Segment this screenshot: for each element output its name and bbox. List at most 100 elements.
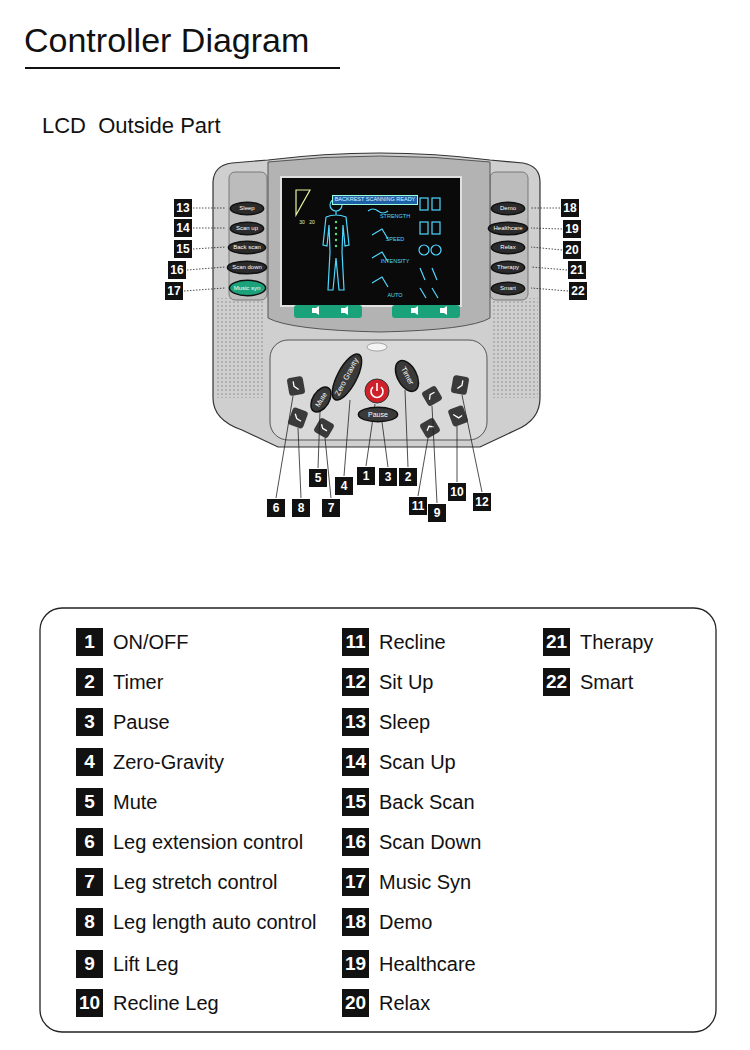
callout-number: 3 <box>379 468 397 486</box>
legend-text: Healthcare <box>379 952 476 976</box>
screen-text: AUTO <box>385 292 404 300</box>
callout-number: 18 <box>561 199 579 217</box>
legend-number: 5 <box>76 788 103 816</box>
legend-text: Zero-Gravity <box>113 750 224 774</box>
legend-number: 3 <box>76 708 103 736</box>
callout-number: 11 <box>409 497 427 515</box>
legend-text: Recline <box>379 630 446 654</box>
button: Smart <box>491 282 525 295</box>
legend-text: Demo <box>379 910 432 934</box>
button: Sleep <box>230 202 264 215</box>
button-label: Music syn <box>234 285 261 291</box>
legend-number: 14 <box>342 748 369 776</box>
button-label: Sleep <box>239 205 254 211</box>
legend-text: ON/OFF <box>113 630 189 654</box>
screen-text: 30 <box>297 219 307 226</box>
callout-number: 13 <box>174 199 192 217</box>
legend-text: Smart <box>580 670 633 694</box>
button: Scan up <box>230 222 264 235</box>
button-label: Relax <box>500 244 515 250</box>
button: Healthcare <box>488 222 528 235</box>
volume-buttons <box>294 305 460 318</box>
legend-text: Scan Up <box>379 750 456 774</box>
side-panel <box>490 172 528 300</box>
legend-number: 8 <box>76 908 103 936</box>
button-label: Healthcare <box>493 225 522 231</box>
power-button <box>365 379 389 403</box>
callout-number: 15 <box>174 240 192 258</box>
button: Demo <box>491 202 525 215</box>
title-underline <box>25 67 340 69</box>
screen-text: INTENSITY <box>379 258 412 266</box>
legend-text: Back Scan <box>379 790 475 814</box>
callout-number: 20 <box>563 241 581 259</box>
legend-text: Mute <box>113 790 157 814</box>
legend-text: Lift Leg <box>113 952 179 976</box>
legend-text: Pause <box>113 710 170 734</box>
callout-number: 14 <box>174 219 192 237</box>
legend-number: 15 <box>342 788 369 816</box>
button-label: Scan down <box>232 264 262 270</box>
legend-text: Relax <box>379 991 430 1015</box>
legend-number: 4 <box>76 748 103 776</box>
callout-number: 9 <box>428 504 446 522</box>
legend-panel <box>40 608 716 1032</box>
legend-text: Timer <box>113 670 163 694</box>
legend-text: Recline Leg <box>113 991 219 1015</box>
legend-text: Leg length auto control <box>113 910 317 934</box>
screen-text: 20 <box>307 219 317 226</box>
screen-text: SPEED <box>384 236 407 244</box>
legend-number: 21 <box>543 628 570 656</box>
back-scan-dots <box>335 221 337 247</box>
callout-number: 21 <box>568 261 586 279</box>
subtitle: LCD Outside Part <box>42 113 221 139</box>
button: Therapy <box>491 261 525 274</box>
callout-number: 5 <box>309 469 327 487</box>
screen-text: STRENGTH <box>378 213 412 221</box>
speaker-grille <box>215 298 263 398</box>
button: Scan down <box>227 261 267 274</box>
callout-number: 1 <box>357 467 375 485</box>
button: Relax <box>491 241 525 254</box>
button-label: Scan up <box>236 225 258 231</box>
legend-text: Leg stretch control <box>113 870 278 894</box>
legend-text: Sit Up <box>379 670 433 694</box>
legend-number: 6 <box>76 828 103 856</box>
leader-lines <box>184 208 568 503</box>
callout-number: 4 <box>335 477 353 495</box>
legend-number: 2 <box>76 668 103 696</box>
legend-text: Leg extension control <box>113 830 303 854</box>
controller-housing <box>213 153 540 447</box>
legend-text: Music Syn <box>379 870 471 894</box>
button: Pause <box>358 407 398 422</box>
button: Back scan <box>228 241 266 254</box>
callout-number: 6 <box>267 499 285 517</box>
side-panel <box>229 172 267 300</box>
legend-number: 22 <box>543 668 570 696</box>
screen-figure <box>296 190 441 298</box>
callout-number: 7 <box>322 499 340 517</box>
button-label: Smart <box>500 285 516 291</box>
button-pad <box>270 340 487 440</box>
legend-number: 17 <box>342 868 369 896</box>
legend-number: 12 <box>342 668 369 696</box>
button-label: Therapy <box>497 264 519 270</box>
callout-number: 16 <box>168 261 186 279</box>
title: Controller Diagram <box>24 20 309 60</box>
lcd-screen <box>281 177 461 306</box>
legend-text: Sleep <box>379 710 430 734</box>
legend-number: 13 <box>342 708 369 736</box>
leg-buttons <box>287 375 470 439</box>
legend-number: 1 <box>76 628 103 656</box>
button-label: Demo <box>500 205 516 211</box>
button-label: Back scan <box>233 244 261 250</box>
callout-number: 12 <box>473 493 491 511</box>
screen-bezel <box>268 156 490 332</box>
screen-text: BACKREST SCANNING READY <box>332 195 419 205</box>
callout-number: 2 <box>399 468 417 486</box>
legend-number: 7 <box>76 868 103 896</box>
legend-text: Therapy <box>580 630 653 654</box>
callout-number: 8 <box>292 499 310 517</box>
